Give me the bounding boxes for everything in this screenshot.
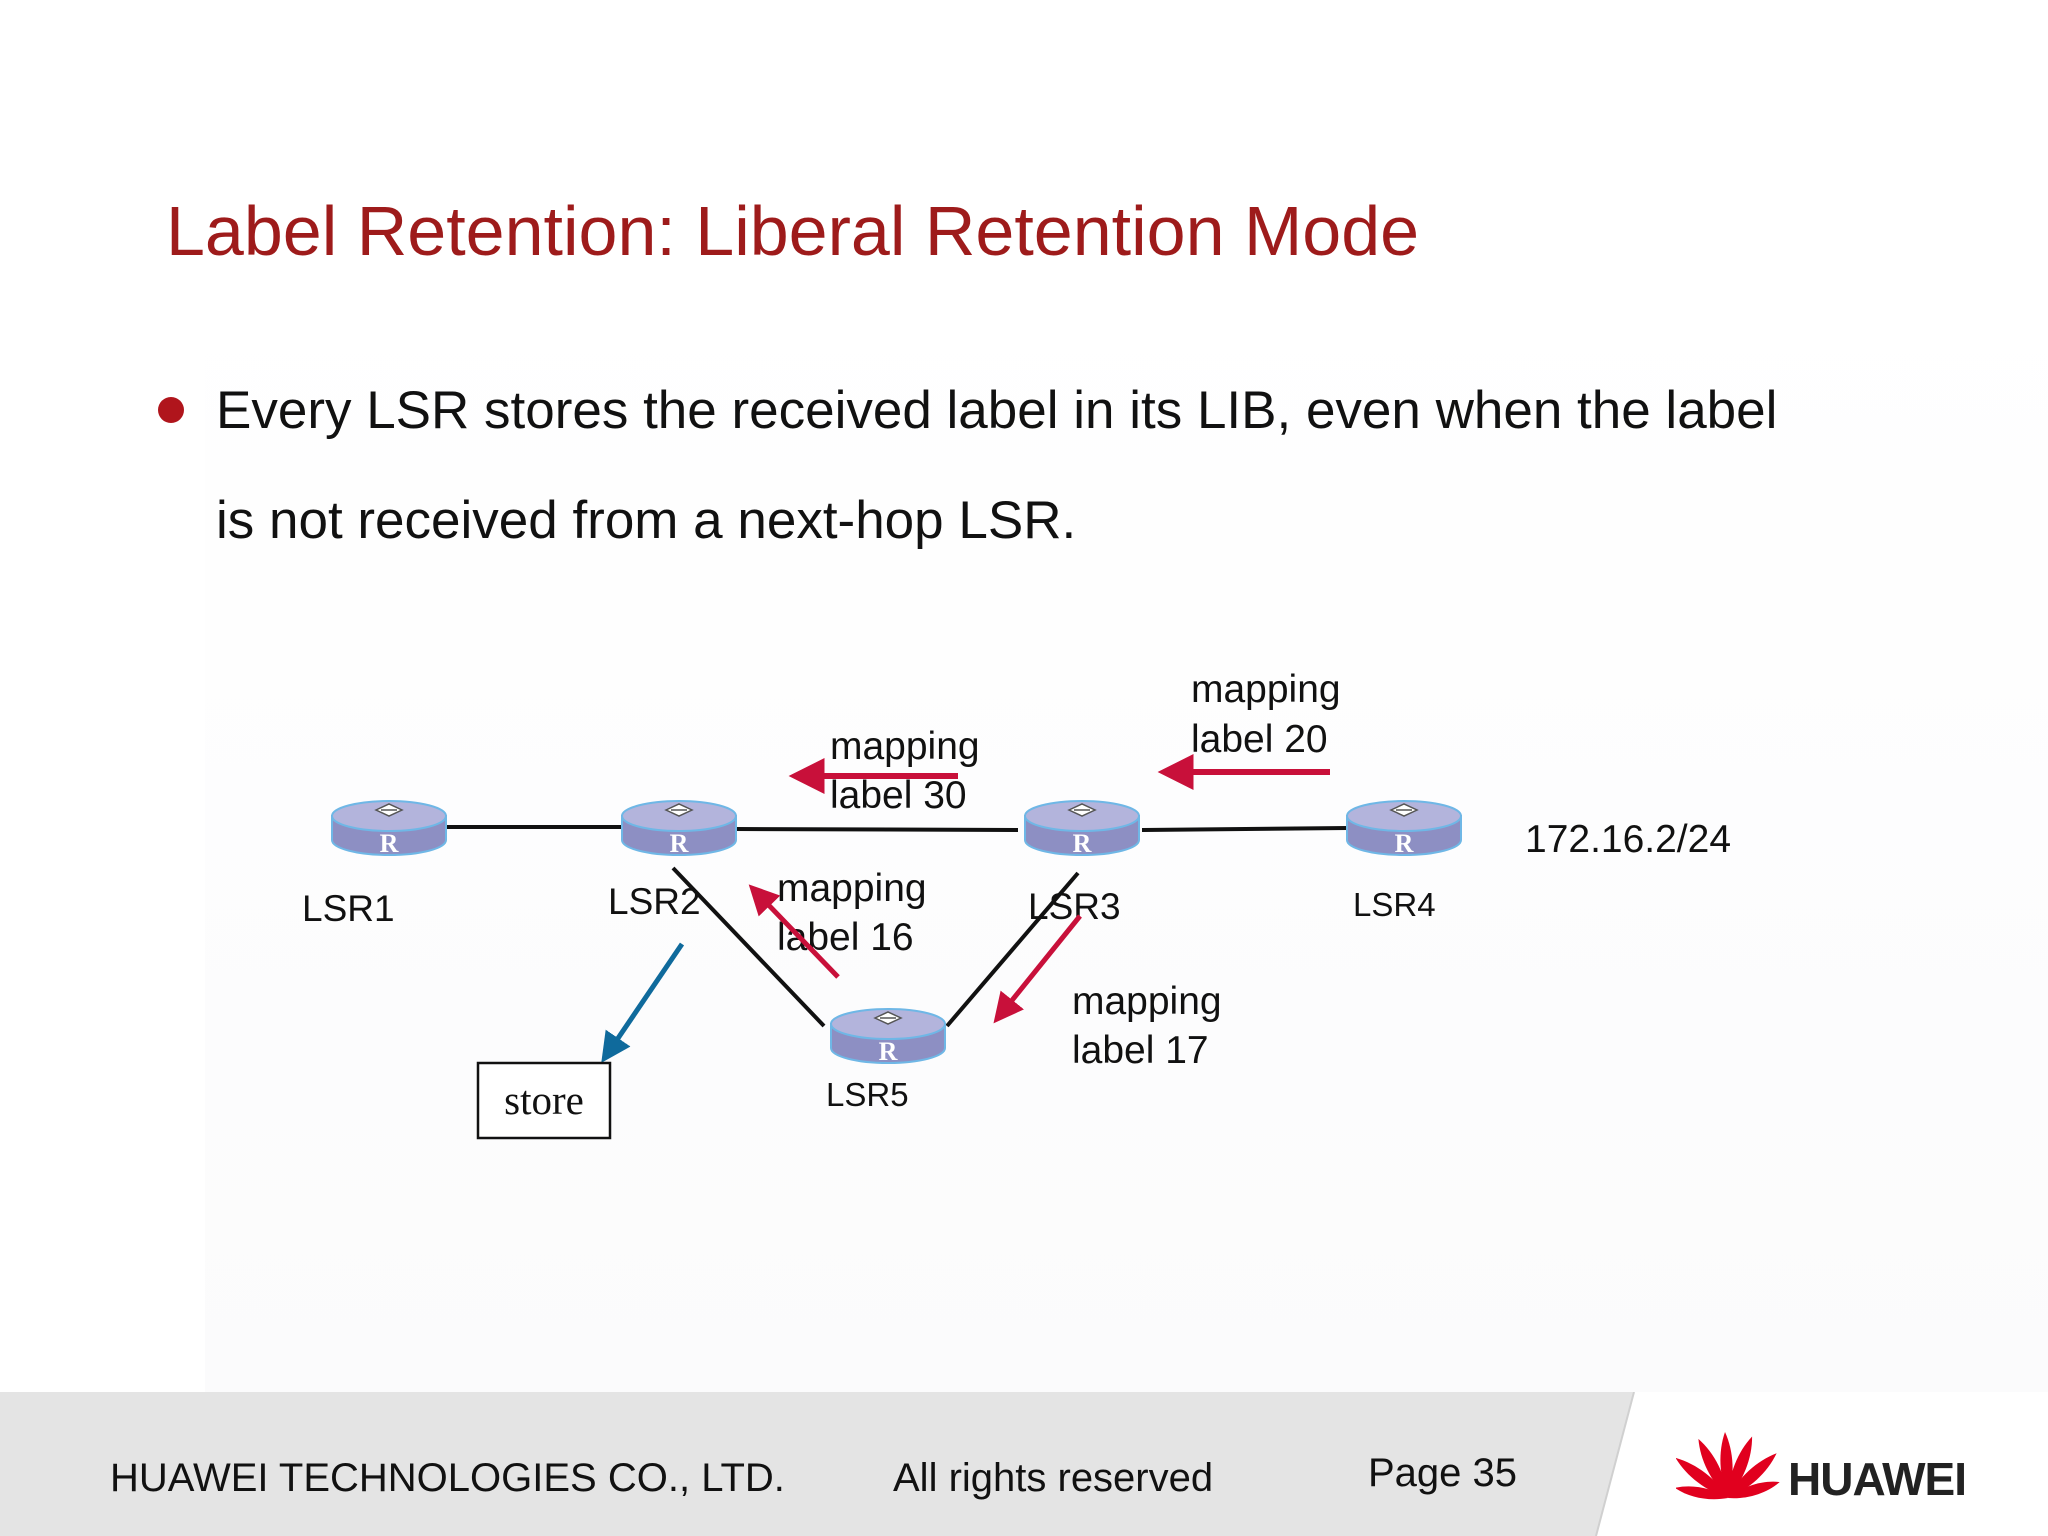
huawei-flower-logo-icon	[1676, 1432, 1780, 1500]
mapping-20-line1: mapping	[1191, 668, 1341, 711]
lsr5-label: LSR5	[826, 1076, 909, 1113]
mapping-30-line1: mapping	[830, 725, 980, 768]
router-lsr5-icon: R	[830, 1008, 946, 1066]
footer-rights: All rights reserved	[893, 1456, 1214, 1500]
lsr1-label: LSR1	[302, 888, 395, 929]
lsr4-label: LSR4	[1353, 886, 1436, 923]
router-letter: R	[670, 829, 689, 858]
huawei-wordmark: HUAWEI	[1788, 1453, 1967, 1505]
router-lsr4-icon: R	[1346, 800, 1462, 858]
mapping-16-line1: mapping	[777, 867, 927, 910]
router-lsr1-icon: R	[331, 800, 447, 858]
link-lsr3-lsr5	[945, 871, 1080, 1028]
mapping-16-arrow	[748, 884, 840, 979]
lsr2-label: LSR2	[608, 881, 701, 922]
link-lsr3-lsr4	[1141, 826, 1349, 832]
link-lsr2-lsr3	[734, 827, 1019, 832]
link-lsr2-lsr5	[671, 866, 826, 1028]
router-lsr2-icon: R	[621, 800, 737, 858]
mapping-30-line2: label 30	[830, 774, 967, 817]
bullet-text-line-2: is not received from a next-hop LSR.	[216, 491, 1077, 550]
store-box	[476, 1061, 612, 1140]
router-letter: R	[879, 1037, 898, 1066]
destination-prefix: 172.16.2/24	[1525, 818, 1731, 861]
router-lsr3-icon: R	[1024, 800, 1140, 858]
bullet-text-line-1: Every LSR stores the received label in i…	[216, 381, 1778, 440]
mapping-17-arrow	[993, 914, 1082, 1024]
store-label: store	[504, 1077, 584, 1123]
mapping-17-line2: label 17	[1072, 1029, 1209, 1072]
footer-logo-backdrop	[1595, 1392, 2048, 1536]
store-arrow	[601, 942, 685, 1063]
lsr-network-diagram: R R R R R LSR1 LSR2 LSR3 LSR4 LSR5 172.1…	[302, 668, 1731, 1140]
mapping-20-line2: label 20	[1191, 718, 1328, 761]
bullet-marker	[158, 397, 184, 423]
router-letter: R	[380, 829, 399, 858]
router-letter: R	[1395, 829, 1414, 858]
mapping-17-line1: mapping	[1072, 980, 1222, 1023]
footer-company: HUAWEI TECHNOLOGIES CO., LTD.	[110, 1456, 785, 1500]
router-letter: R	[1073, 829, 1092, 858]
slide-title: Label Retention: Liberal Retention Mode	[166, 192, 1420, 270]
footer-page-number: Page 35	[1368, 1451, 1518, 1495]
